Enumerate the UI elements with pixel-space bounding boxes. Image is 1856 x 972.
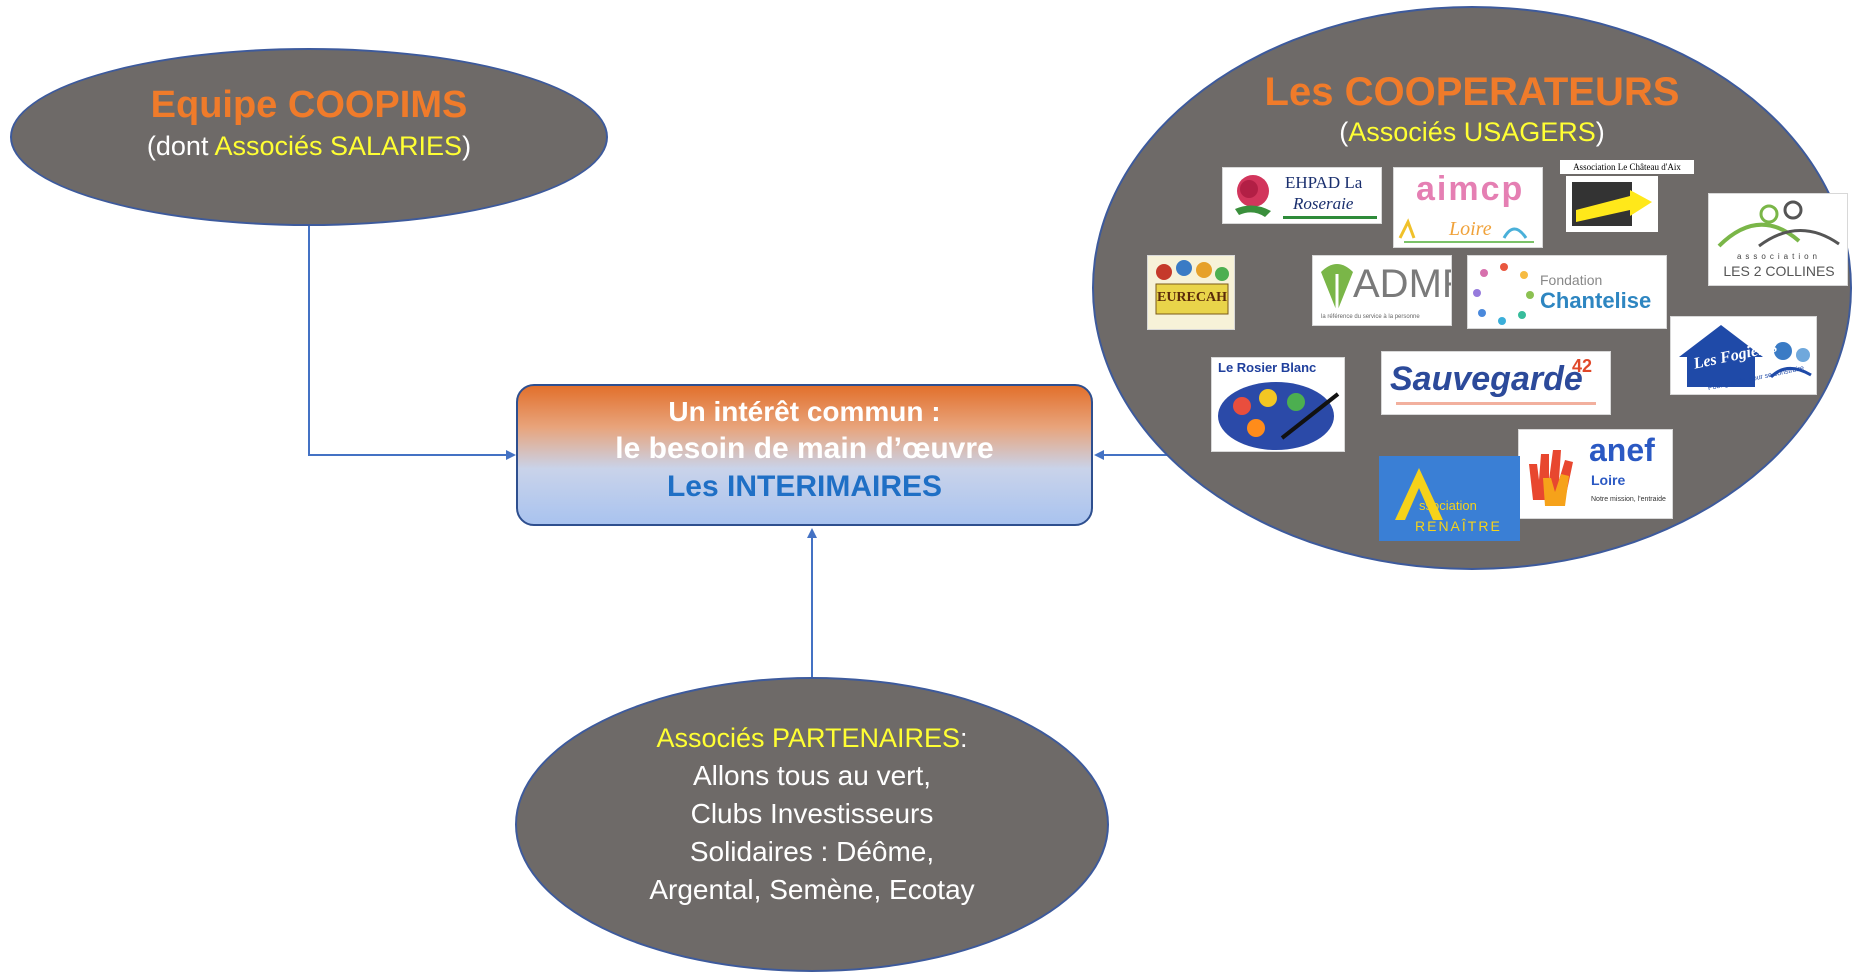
team-subtitle: (dont Associés SALARIES) — [146, 131, 472, 161]
logo-anef-loire: anef Loire Notre mission, l'entraide — [1518, 429, 1673, 519]
team-subtitle-highlight: Associés SALARIES — [214, 131, 463, 161]
partners-line-2: Clubs Investisseurs — [690, 798, 934, 829]
partners-line-4: Argental, Semène, Ecotay — [649, 874, 975, 905]
partners-line-3: Solidaires : Déôme, — [689, 836, 935, 867]
leaf-icon — [1321, 264, 1353, 312]
logo-sauvegarde-42: Sauvegarde 42 — [1381, 351, 1611, 415]
center-box: Un intérêt commun : le besoin de main d’… — [516, 384, 1093, 526]
logo-les-2-collines: association LES 2 COLLINES — [1708, 193, 1848, 286]
chateau-arrow-icon — [1572, 182, 1652, 226]
logo-eurecah: EURECAH — [1147, 255, 1235, 330]
palette-icon — [1218, 382, 1340, 450]
eurecah-icon — [1155, 260, 1229, 315]
hands-icon — [1529, 450, 1573, 506]
center-line3: Les INTERIMAIRES — [666, 470, 943, 503]
partners-line-1: Allons tous au vert, — [692, 760, 932, 791]
rose-icon — [1235, 175, 1271, 217]
cooperateurs-subtitle: (Associés USAGERS) — [1339, 117, 1605, 147]
people-icon — [1398, 218, 1534, 243]
logo-fondation-chantelise: Fondation Chantelise — [1467, 255, 1667, 329]
cooperateurs-subtitle-highlight: Associés USAGERS — [1348, 117, 1596, 147]
partners-title-line: Associés PARTENAIRES: — [656, 723, 968, 753]
partners-title: Associés PARTENAIRES — [656, 723, 961, 753]
logo-ehpad-roseraie: EHPAD La Roseraie — [1222, 167, 1382, 224]
team-arrow — [308, 222, 516, 460]
fogieres-icon — [1679, 325, 1812, 387]
logo-rosier-blanc: Le Rosier Blanc — [1211, 357, 1345, 452]
partners-ellipse: Associés PARTENAIRES: Allons tous au ver… — [515, 677, 1109, 972]
team-ellipse: Equipe COOPIMS (dont Associés SALARIES) — [10, 48, 608, 226]
logo-aimcp: aimcp Loire — [1393, 167, 1543, 248]
team-title: Equipe COOPIMS — [150, 84, 468, 126]
cooperateurs-title: Les COOPERATEURS — [1264, 70, 1680, 114]
logo-admr: ADMR la référence du service à la person… — [1312, 255, 1452, 326]
center-line1: Un intérêt commun : — [668, 396, 941, 427]
renaitre-icon — [1395, 468, 1443, 520]
logo-chateau-aix: Association Le Château d'Aix — [1560, 160, 1694, 235]
logo-les-fogieres: Les Fogières Pour grandir, pour se const… — [1670, 316, 1817, 395]
center-line2: le besoin de main d’œuvre — [615, 432, 994, 465]
chantelise-icon — [1473, 263, 1534, 325]
collines-icon — [1717, 200, 1840, 248]
logo-renaitre: ssociation RENAÎTRE — [1379, 456, 1520, 541]
